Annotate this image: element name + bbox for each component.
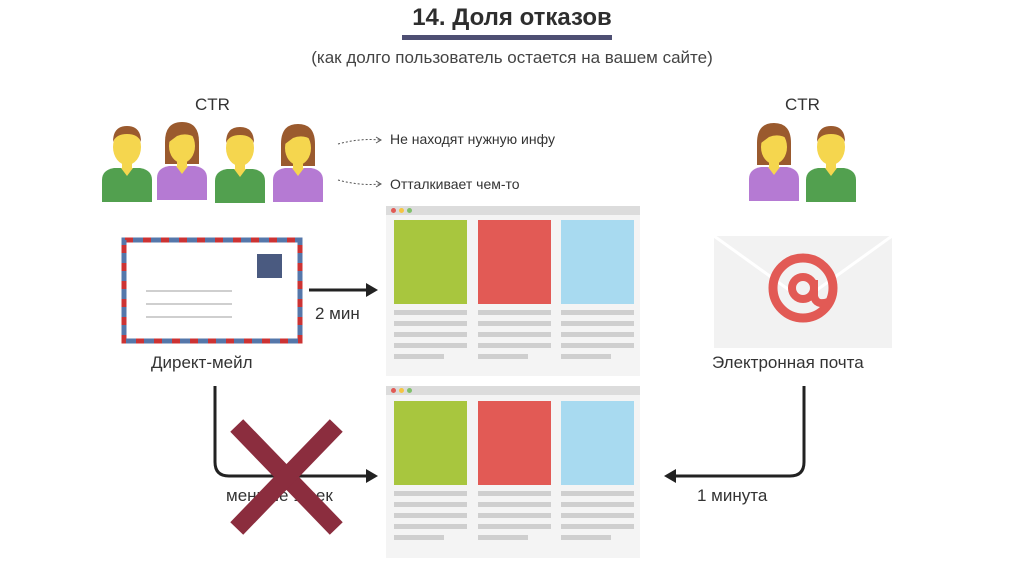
arrow-to-site-icon [309,283,378,297]
note-not-found: Не находят нужную инфу [390,131,555,147]
window-dot-icon [399,388,404,393]
right-ctr-label: CTR [785,95,820,114]
direct-mail-label: Директ-мейл [151,353,253,372]
window-dot-icon [391,208,396,213]
content-block-blue [561,401,634,485]
title-underline [402,35,612,40]
email-return-line [664,386,806,483]
direct-mail-time-label: 2 мин [315,304,360,323]
left-ctr-label: CTR [195,95,230,114]
window-dot-icon [407,388,412,393]
browser-bar [386,206,640,215]
website-browser-top [386,206,640,376]
page-subtitle: (как долго пользователь остается на ваше… [311,48,713,67]
browser-bar [386,386,640,395]
window-dot-icon [399,208,404,213]
window-dot-icon [407,208,412,213]
website-browser-bottom [386,386,640,558]
note-arrow-icon [337,136,382,145]
note-arrow-icon [337,179,382,188]
note-repels: Отталкивает чем-то [390,176,520,192]
email-back-time-label: 1 минута [697,486,768,505]
content-block-red [478,401,551,485]
content-block-blue [561,220,634,304]
direct-mail-return-line [213,386,378,483]
envelope-icon [121,237,303,344]
content-block-green [394,220,467,304]
content-block-red [478,220,551,304]
email-at-icon [713,234,893,348]
email-label: Электронная почта [712,353,864,372]
page-title: 14. Доля отказов [412,4,612,31]
content-block-green [394,401,467,485]
window-dot-icon [391,388,396,393]
